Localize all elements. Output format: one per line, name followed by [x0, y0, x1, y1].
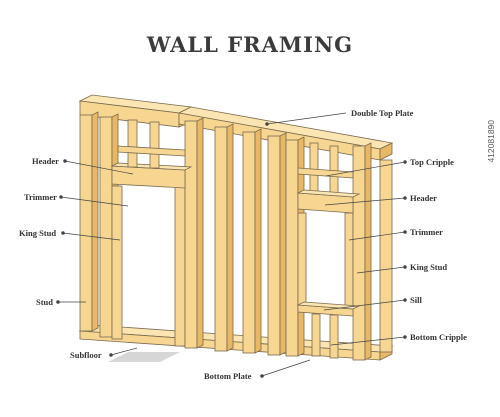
diagram-title: WALL FRAMING — [146, 32, 354, 57]
stud — [79, 111, 99, 332]
trimmer-right-of-door — [174, 185, 186, 347]
stud — [379, 159, 393, 353]
stud — [214, 123, 234, 352]
label-top-cripple: Top Cripple — [410, 157, 454, 167]
trimmer-right-of-window — [344, 212, 354, 311]
stud — [242, 128, 262, 354]
trimmer-left — [111, 185, 123, 340]
king-stud-right-of-door — [184, 117, 204, 349]
label-king-stud-right: King Stud — [410, 262, 448, 272]
window-bottom-cripples — [311, 313, 339, 359]
label-bottom-cripple: Bottom Cripple — [410, 332, 467, 342]
studs-group — [79, 111, 393, 361]
door-top-cripples — [117, 119, 186, 169]
king-stud-right-of-window — [352, 142, 372, 361]
label-king-stud-left: King Stud — [19, 228, 57, 238]
label-header-right: Header — [410, 193, 437, 203]
leader-lines — [56, 112, 407, 378]
window-header — [296, 189, 361, 214]
subfloor-shadow — [108, 352, 180, 362]
stud — [267, 132, 287, 356]
label-subfloor: Subfloor — [70, 350, 102, 360]
label-double-top-plate: Double Top Plate — [351, 108, 414, 118]
label-trimmer-left: Trimmer — [24, 192, 57, 202]
stock-id-watermark: 412081890 — [486, 120, 496, 163]
trimmer-left-of-window — [297, 212, 307, 306]
label-header-left: Header — [32, 156, 59, 166]
label-sill: Sill — [410, 295, 422, 305]
label-bottom-plate: Bottom Plate — [204, 371, 252, 381]
label-trimmer-right: Trimmer — [410, 227, 443, 237]
label-stud: Stud — [36, 297, 54, 307]
